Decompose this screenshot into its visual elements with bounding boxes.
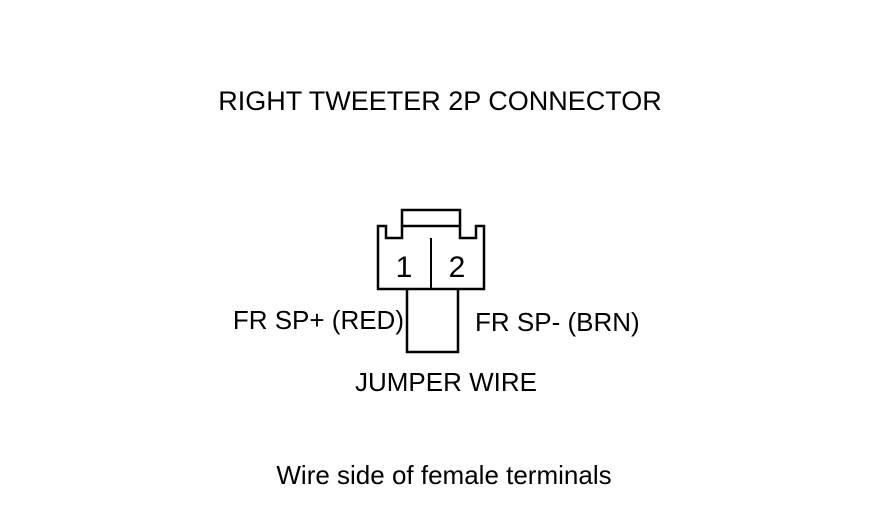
connector-latch	[400, 208, 462, 226]
connector-housing	[376, 224, 486, 291]
pin-1-wire-label: FR SP+ (RED)	[232, 305, 404, 335]
pin-2-wire-label: FR SP- (BRN)	[475, 307, 640, 337]
jumper-wire-loop	[405, 289, 460, 354]
jumper-wire-label: JUMPER WIRE	[355, 367, 537, 397]
view-note: Wire side of female terminals	[276, 460, 612, 490]
pin-2-number: 2	[449, 251, 466, 284]
diagram-title: RIGHT TWEETER 2P CONNECTOR	[218, 86, 662, 116]
pin-1-number: 1	[396, 251, 413, 284]
